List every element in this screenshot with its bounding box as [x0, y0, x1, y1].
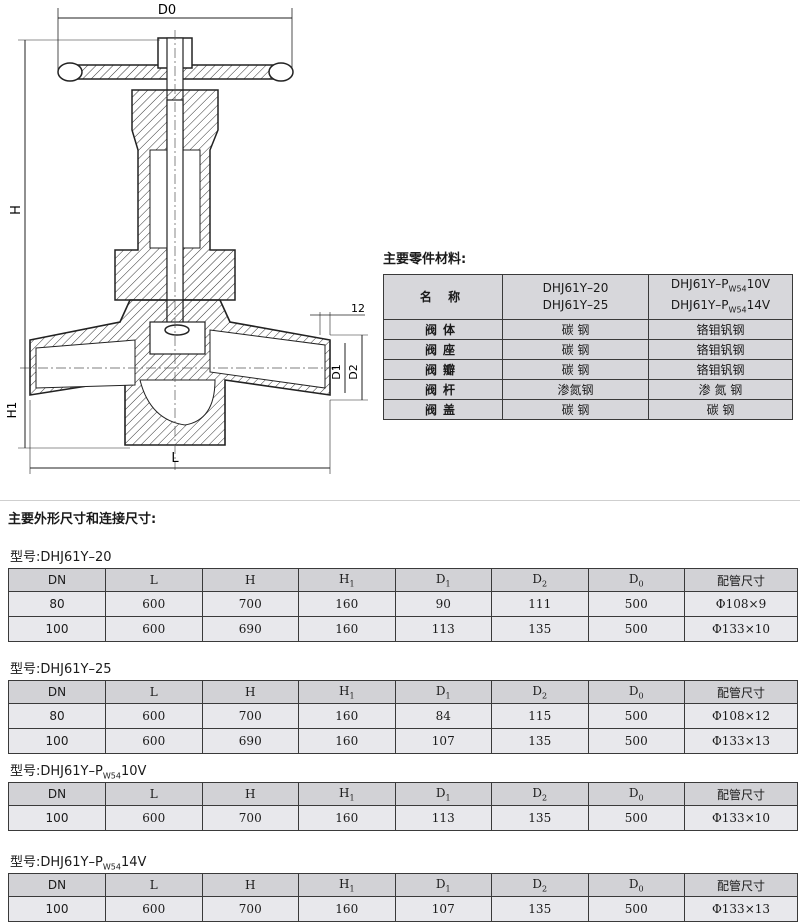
cell-d2: 135 [491, 616, 589, 642]
cell-d0: 500 [587, 616, 685, 642]
cell-d1: 107 [394, 728, 492, 754]
cell-l: 600 [105, 805, 203, 831]
materials-header-name: 名 称 [383, 274, 503, 320]
cell-h1: 160 [298, 703, 396, 729]
cell-d0: 500 [587, 805, 685, 831]
d2-label: D2 [347, 364, 360, 379]
cell-d2: 115 [491, 703, 589, 729]
width-label: 12 [351, 302, 365, 315]
cell-d2: 111 [491, 591, 589, 617]
d1-label: D1 [330, 364, 343, 379]
cell-h1: 160 [298, 591, 396, 617]
cell-pipe: Φ133×13 [684, 728, 798, 754]
cell-h: 700 [201, 805, 299, 831]
materials-row: 阀杆渗氮钢渗 氮 钢 [383, 379, 793, 400]
cell-d2: 135 [491, 896, 589, 922]
valve-drawing: D0 H H1 L 12 D1 D2 [5, 3, 368, 474]
cell-d1: 107 [394, 896, 492, 922]
model-label: 型号:DHJ61Y–PW5410V [10, 764, 147, 781]
cell-h1: 160 [298, 728, 396, 754]
cell-l: 600 [105, 703, 203, 729]
cell-h1: 160 [298, 805, 396, 831]
materials-row: 阀瓣碳 钢铬钼钒钢 [383, 359, 793, 380]
cell-d1: 84 [394, 703, 492, 729]
model-label: 型号:DHJ61Y–20 [10, 550, 112, 565]
materials-row: 阀盖碳 钢碳 钢 [383, 399, 793, 420]
cell-pipe: Φ108×9 [684, 591, 798, 617]
materials-table: 名 称 DHJ61Y–20 DHJ61Y–25 DHJ61Y–PW5410V D… [383, 274, 793, 420]
cell-d0: 500 [587, 703, 685, 729]
cell-h1: 160 [298, 896, 396, 922]
cell-d0: 500 [587, 728, 685, 754]
cell-pipe: Φ108×12 [684, 703, 798, 729]
cell-l: 600 [105, 591, 203, 617]
cell-dn: 80 [8, 703, 106, 729]
cell-dn: 100 [8, 728, 106, 754]
cell-d2: 135 [491, 728, 589, 754]
model-label: 型号:DHJ61Y–PW5414V [10, 855, 147, 872]
materials-title: 主要零件材料: [383, 252, 467, 267]
cell-pipe: Φ133×13 [684, 896, 798, 922]
cell-d1: 113 [394, 805, 492, 831]
cell-pipe: Φ133×10 [684, 616, 798, 642]
cell-h: 700 [201, 591, 299, 617]
cell-pipe: Φ133×10 [684, 805, 798, 831]
cell-l: 600 [105, 896, 203, 922]
cell-l: 600 [105, 616, 203, 642]
materials-row: 阀座碳 钢铬钼钒钢 [383, 339, 793, 360]
h1-label: H1 [5, 402, 19, 419]
h-label: H [9, 205, 24, 215]
cell-h: 700 [201, 703, 299, 729]
cell-dn: 100 [8, 805, 106, 831]
cell-l: 600 [105, 728, 203, 754]
dimensions-title: 主要外形尺寸和连接尺寸: [8, 512, 157, 527]
materials-row: 阀体碳 钢铬钼钒钢 [383, 319, 793, 340]
cell-dn: 100 [8, 616, 106, 642]
cell-h1: 160 [298, 616, 396, 642]
materials-header-col1: DHJ61Y–20 DHJ61Y–25 [502, 274, 649, 320]
cell-d0: 500 [587, 591, 685, 617]
model-label: 型号:DHJ61Y–25 [10, 662, 112, 677]
cell-dn: 100 [8, 896, 106, 922]
cell-d1: 113 [394, 616, 492, 642]
cell-h: 690 [201, 616, 299, 642]
cell-h: 700 [201, 896, 299, 922]
d0-label: D0 [158, 3, 176, 18]
divider [0, 500, 800, 501]
l-label: L [171, 451, 179, 466]
cell-h: 690 [201, 728, 299, 754]
materials-header-row: 名 称 DHJ61Y–20 DHJ61Y–25 DHJ61Y–PW5410V D… [383, 274, 793, 320]
cell-d2: 135 [491, 805, 589, 831]
cell-d0: 500 [587, 896, 685, 922]
cell-dn: 80 [8, 591, 106, 617]
cell-d1: 90 [394, 591, 492, 617]
materials-header-col2: DHJ61Y–PW5410V DHJ61Y–PW5414V [648, 274, 793, 320]
